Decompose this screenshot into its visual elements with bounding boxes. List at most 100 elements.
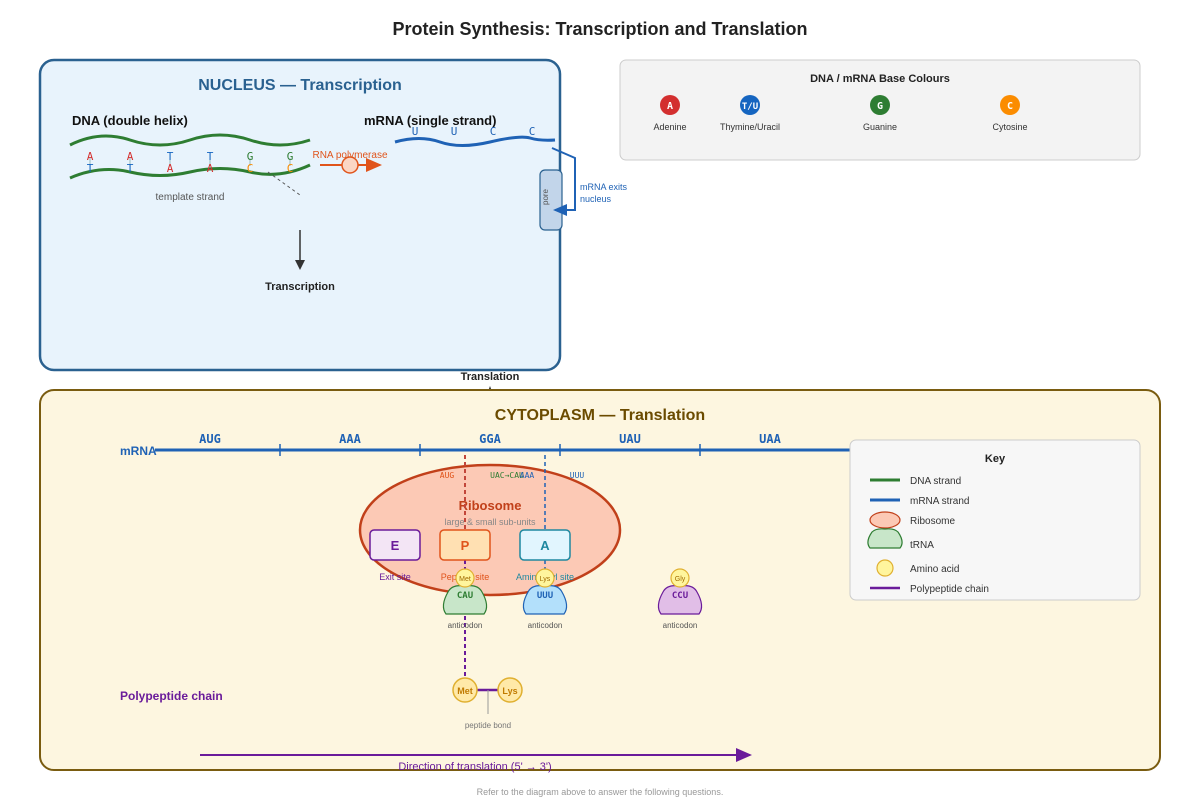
base-thymine-uracil-icon	[740, 95, 760, 115]
trna-gly-anticodon-label: anticodon	[663, 621, 698, 630]
direction-label: Direction of translation (5' → 3')	[398, 761, 551, 773]
amino-acid-lys-label: Lys	[502, 686, 517, 696]
page-title: Protein Synthesis: Transcription and Tra…	[392, 19, 807, 39]
nucleus-title: NUCLEUS — Transcription	[198, 77, 402, 94]
cytoplasm-title: CYTOPLASM — Translation	[495, 407, 705, 424]
nucleus-panel	[38, 58, 562, 372]
dna-top-strand	[69, 133, 311, 147]
small-codon-uac-cau: UAC→CAU	[490, 471, 524, 480]
key-amino-acid-label: Amino acid	[910, 564, 959, 575]
pore-label: pore	[541, 188, 550, 205]
dna-bottom-base: C	[247, 162, 254, 175]
base-legend-name: Adenine	[653, 122, 686, 132]
trna-gly-anticodon: CCU	[672, 591, 688, 601]
e-site-label: Exit site	[379, 572, 411, 582]
base-cytosine-icon	[1000, 95, 1020, 115]
key-panel	[849, 439, 1141, 601]
dna-top-base: T	[207, 150, 214, 163]
base-legend-title: DNA / mRNA Base Colours	[810, 73, 950, 85]
small-codon-uuu: UUU	[570, 471, 585, 480]
key-title: Key	[985, 453, 1006, 465]
amino-acid-lys-small	[535, 568, 555, 588]
key-ribosome-label: Ribosome	[910, 516, 955, 527]
e-site-letter: E	[391, 538, 400, 553]
rna-polymerase-label: RNA polymerase	[312, 150, 387, 161]
base-legend-symbol: A	[667, 101, 673, 112]
p-site-box	[439, 529, 491, 561]
codon-label: AAA	[339, 432, 361, 446]
ribosome	[358, 463, 622, 597]
codon-label: AUG	[199, 432, 221, 446]
dna-top-base: G	[247, 150, 254, 163]
base-legend-name: Cytosine	[992, 122, 1027, 132]
key-polypeptide-label: Polypeptide chain	[910, 584, 989, 595]
dna-bottom-base: T	[87, 162, 94, 175]
dna-bottom-base: A	[167, 162, 174, 175]
trna-lys	[522, 585, 568, 615]
codon-label: UAU	[619, 432, 641, 446]
polypeptide-chain-label: Polypeptide chain	[120, 689, 223, 703]
mrna-base: C	[490, 125, 497, 138]
key-mrna-label: mRNA strand	[910, 496, 969, 507]
amino-acid-met	[452, 677, 478, 703]
trna-met-anticodon-label: anticodon	[448, 621, 483, 630]
mrna-exits-label-2: nucleus	[580, 194, 612, 204]
ribosome-label: Ribosome	[459, 498, 522, 513]
trna-met	[442, 585, 488, 615]
dna-bottom-base: C	[287, 162, 294, 175]
a-site-letter: A	[540, 538, 550, 553]
peptide-bond-label: peptide bond	[465, 721, 511, 730]
mrna-strand-label: mRNA (single strand)	[364, 113, 496, 128]
small-codon-aaa: AAA	[520, 471, 535, 480]
mrna-base: U	[451, 125, 458, 138]
key-dna-label: DNA strand	[910, 476, 961, 487]
amino-acid-lys-small-label: Lys	[540, 576, 551, 583]
amino-acid-met-small-label: Met	[459, 576, 471, 583]
mrna-exits-label: mRNA exits	[580, 182, 628, 192]
cytoplasm-mrna-label: mRNA	[120, 444, 157, 458]
dna-bottom-base: T	[127, 162, 134, 175]
trna-lys-anticodon-label: anticodon	[528, 621, 563, 630]
trna-met-anticodon: CAU	[457, 591, 473, 601]
dna-bottom-base: A	[207, 162, 214, 175]
amino-acid-met-small	[455, 568, 475, 588]
amino-acid-met-label: Met	[457, 686, 473, 696]
key-trna-swatch	[867, 528, 903, 549]
dna-label: DNA (double helix)	[72, 113, 188, 128]
template-strand-label: template strand	[156, 192, 225, 203]
translation-label: Translation	[461, 371, 520, 383]
base-guanine-icon	[870, 95, 890, 115]
p-site-letter: P	[461, 538, 470, 553]
codon-label: UAA	[759, 432, 781, 446]
template-strand-pointer	[267, 171, 301, 196]
base-legend-symbol: T/U	[742, 102, 758, 112]
base-legend-symbol: G	[877, 101, 883, 112]
base-legend-name: Guanine	[863, 122, 897, 132]
trna-gly	[657, 585, 703, 615]
base-legend-name: Thymine/Uracil	[720, 122, 780, 132]
mrna-exit-path	[551, 147, 576, 216]
a-site-box	[519, 529, 571, 561]
dna-top-base: A	[127, 150, 134, 163]
dna-bottom-strand	[69, 163, 311, 180]
key-trna-label: tRNA	[910, 540, 934, 551]
trna-lys-anticodon: UUU	[537, 591, 553, 601]
base-legend-symbol: C	[1007, 101, 1013, 112]
dna-top-base: G	[287, 150, 294, 163]
mrna-base: U	[412, 125, 419, 138]
rna-polymerase-icon	[341, 156, 359, 174]
e-site-box	[369, 529, 421, 561]
amino-acid-lys	[497, 677, 523, 703]
key-ribosome-swatch	[869, 511, 901, 529]
base-adenine-icon	[660, 95, 680, 115]
dna-top-base: T	[167, 150, 174, 163]
amino-acid-gly-small-label: Gly	[675, 576, 686, 583]
amino-acid-gly-small	[670, 568, 690, 588]
codon-label: GGA	[479, 432, 501, 446]
footer-note: Refer to the diagram above to answer the…	[477, 787, 724, 797]
small-codon-aug: AUG	[440, 471, 455, 480]
dna-top-base: A	[87, 150, 94, 163]
mrna-base: C	[529, 125, 536, 138]
key-amino-acid-swatch	[876, 559, 894, 577]
